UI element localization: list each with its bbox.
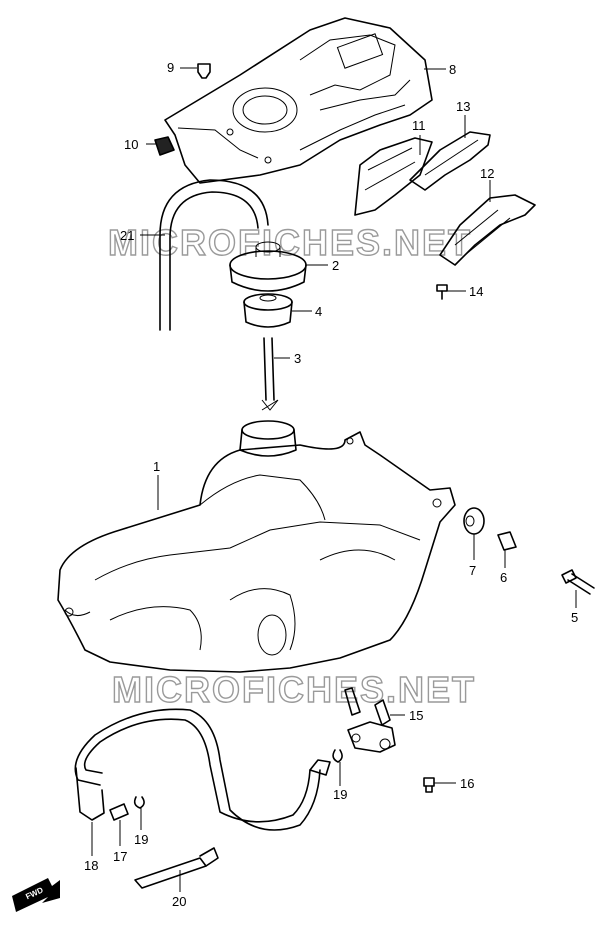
callout-13: 13: [456, 99, 470, 114]
callout-5: 5: [571, 610, 578, 625]
callout-3: 3: [294, 351, 301, 366]
callout-19-right: 19: [333, 787, 347, 802]
callout-21: 21: [120, 228, 134, 243]
part-17-connector[interactable]: [109, 803, 129, 821]
callout-17: 17: [113, 849, 127, 864]
part-8-tank-cover[interactable]: [164, 17, 433, 184]
callout-10: 10: [124, 137, 138, 152]
part-11-strap[interactable]: [354, 137, 433, 216]
callout-14: 14: [469, 284, 483, 299]
callout-15: 15: [409, 708, 423, 723]
part-1-fuel-tank[interactable]: [57, 420, 456, 673]
part-10-clip-nut[interactable]: [154, 136, 175, 156]
part-7-cushion[interactable]: [463, 507, 485, 535]
callout-12: 12: [480, 166, 494, 181]
part-5-bolt[interactable]: [561, 569, 595, 595]
callout-1: 1: [153, 459, 160, 474]
part-19-clip-right[interactable]: [332, 749, 343, 763]
part-20-clamp-tie[interactable]: [134, 847, 219, 889]
part-14-bolt[interactable]: [436, 284, 448, 300]
fwd-arrow-icon: FWD: [12, 878, 60, 912]
watermark-top: MICROFICHES.NET: [108, 222, 472, 263]
part-6-collar[interactable]: [497, 531, 517, 551]
callout-2: 2: [332, 258, 339, 273]
callout-16: 16: [460, 776, 474, 791]
part-13-strap[interactable]: [409, 131, 491, 191]
part-4-cap-gasket[interactable]: [243, 293, 293, 328]
callout-18: 18: [84, 858, 98, 873]
callout-7: 7: [469, 563, 476, 578]
watermark-bottom: MICROFICHES.NET: [112, 669, 476, 710]
part-9-screw[interactable]: [197, 63, 211, 79]
callout-20: 20: [172, 894, 186, 909]
hose-end-fitting: [309, 759, 331, 776]
callout-11: 11: [412, 118, 426, 133]
callout-9: 9: [167, 60, 174, 75]
part-21-breather-hose[interactable]: [159, 179, 269, 331]
part-19-clip-left[interactable]: [133, 796, 145, 809]
callout-4: 4: [315, 304, 322, 319]
leader-lines: [91, 67, 577, 892]
part-12-strap[interactable]: [439, 194, 536, 266]
callout-8: 8: [449, 62, 456, 77]
part-3-fuel-strainer[interactable]: [261, 337, 279, 411]
callout-6: 6: [500, 570, 507, 585]
callout-19-left: 19: [134, 832, 148, 847]
part-16-screw[interactable]: [423, 777, 435, 793]
part-18-fuel-hose[interactable]: [74, 708, 321, 831]
part-15-fuel-cock[interactable]: [344, 687, 396, 753]
callout-numbers: 9 10 8 11 13 12 14 21 2 4 3 1 7 6 5 15 1…: [84, 60, 578, 909]
